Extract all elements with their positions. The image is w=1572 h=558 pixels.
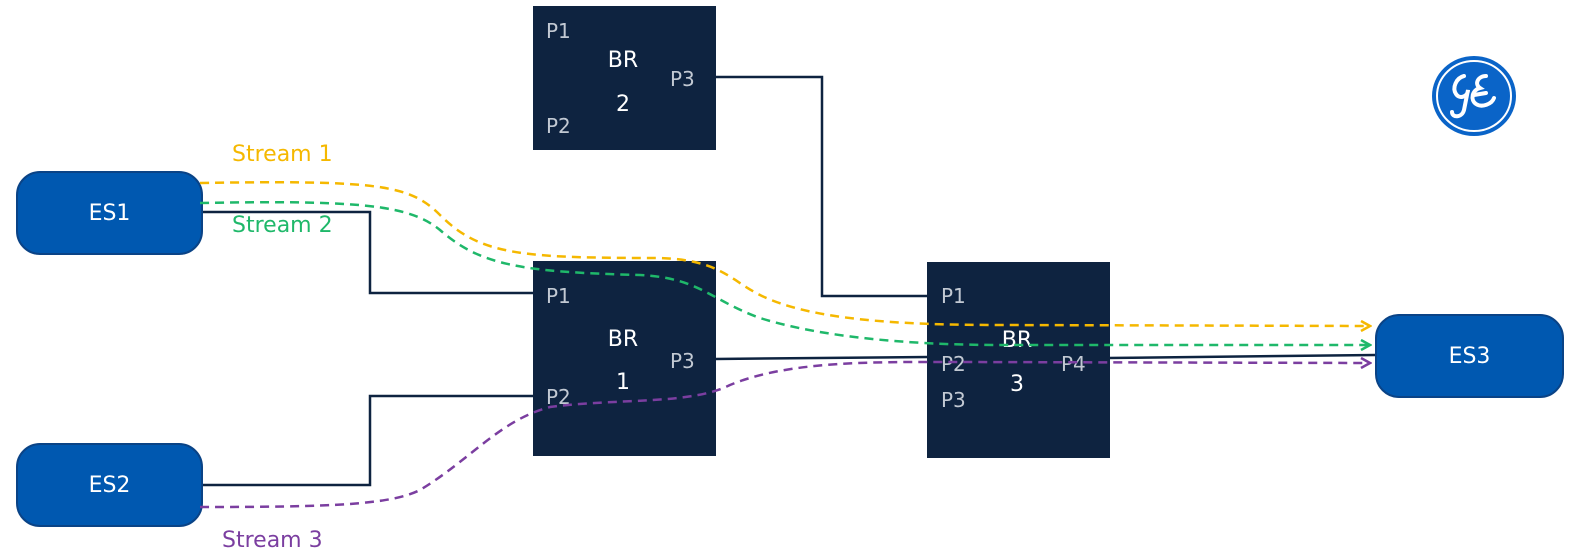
br2-port-p2: P2 — [546, 114, 571, 138]
br3-name: BR — [1001, 328, 1033, 353]
br2-number: 2 — [616, 92, 630, 117]
br2-port-p3: P3 — [670, 67, 695, 91]
br3-port-p2: P2 — [941, 352, 966, 376]
link-es2-br1 — [200, 394, 535, 487]
br1-number: 1 — [616, 370, 630, 395]
bridge-br1: P1 P2 P3 BR 1 — [533, 261, 716, 456]
link-br3-es3 — [1107, 353, 1377, 360]
br2-port-p1: P1 — [546, 19, 571, 43]
br2-name: BR — [607, 48, 639, 73]
br3-port-p1: P1 — [941, 284, 966, 308]
br1-name: BR — [607, 327, 639, 352]
stream-3-path — [199, 362, 1370, 509]
end-station-es1: ES1 — [16, 171, 203, 255]
bridge-br3: P1 P2 P3 P4 BR 3 — [927, 262, 1110, 458]
stream-1-path — [199, 181, 1370, 326]
bridge-br2: P1 P2 P3 BR 2 — [533, 6, 716, 150]
end-station-es2: ES2 — [16, 443, 203, 527]
stream-2-path — [199, 200, 1370, 345]
stream-3-label: Stream 3 — [222, 528, 323, 553]
link-br2-br3 — [715, 75, 928, 298]
stream-1-label: Stream 1 — [232, 142, 333, 167]
br3-port-p4: P4 — [1061, 352, 1086, 376]
stream-2-label: Stream 2 — [232, 213, 333, 238]
link-br1-br3 — [714, 355, 929, 361]
br3-port-p3: P3 — [941, 388, 966, 412]
br3-number: 3 — [1010, 372, 1024, 397]
br1-port-p3: P3 — [670, 349, 695, 373]
end-station-es3: ES3 — [1375, 314, 1564, 398]
br1-port-p1: P1 — [546, 284, 571, 308]
ge-logo-icon — [1432, 56, 1516, 136]
link-es1-br1 — [200, 210, 535, 295]
